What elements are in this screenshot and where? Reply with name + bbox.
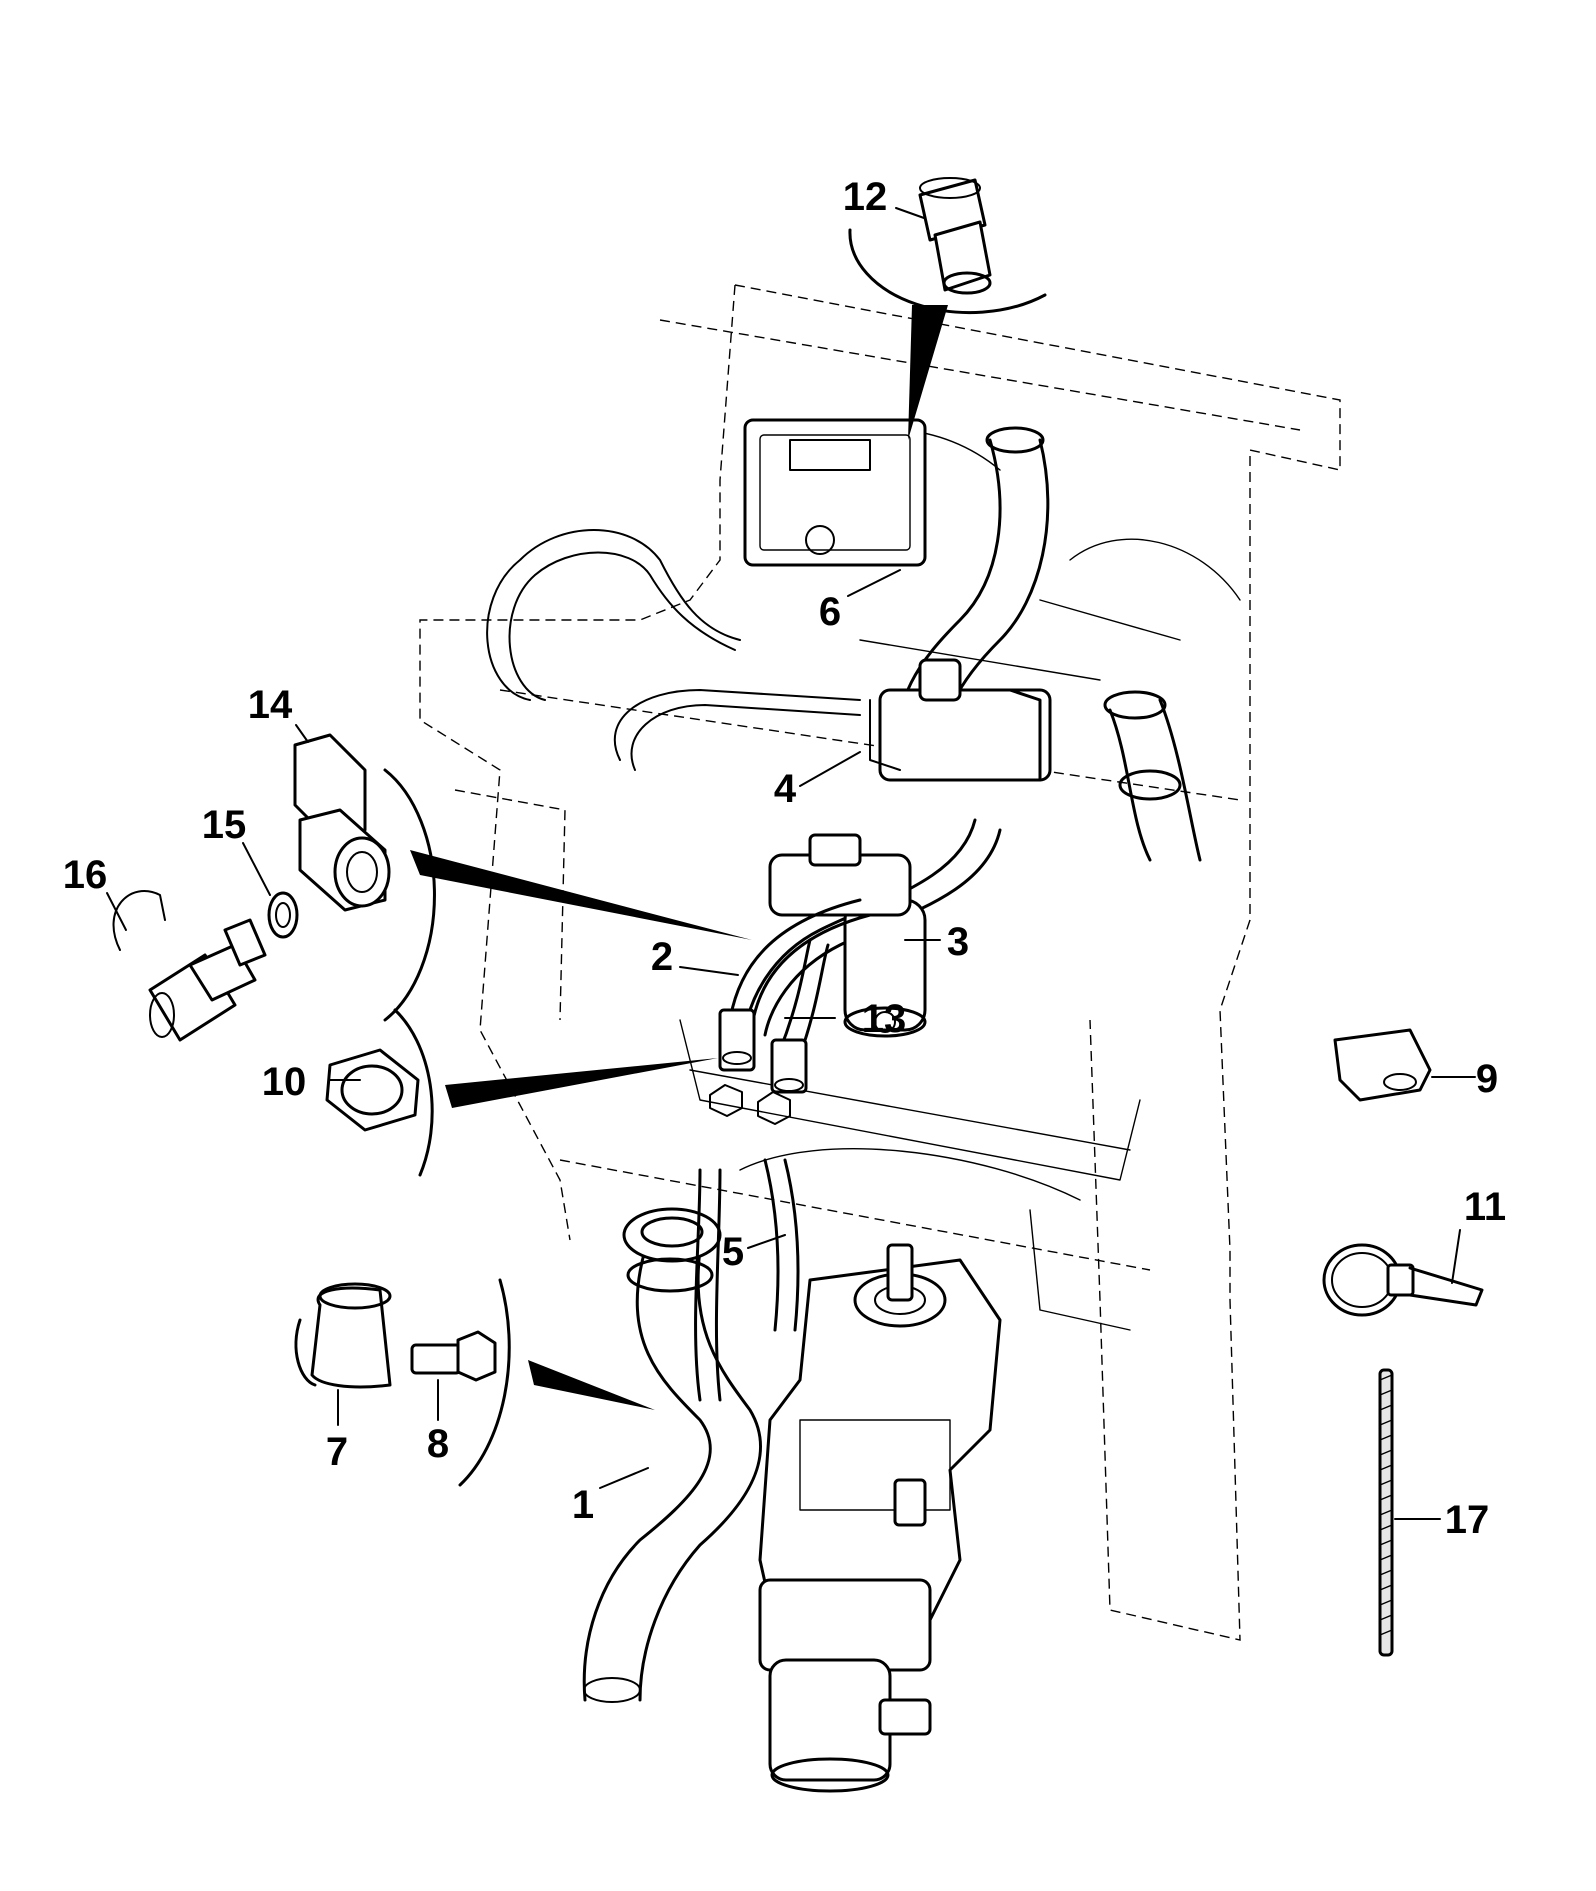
callout-12: 12 xyxy=(843,175,888,219)
hoses-2-13 xyxy=(718,898,872,1094)
detail-arcs xyxy=(383,228,1047,1487)
callout-1: 1 xyxy=(572,1483,594,1527)
callout-7: 7 xyxy=(326,1430,348,1474)
callout-14: 14 xyxy=(248,683,293,727)
bolt-part-8 xyxy=(410,1330,497,1382)
callout-13: 13 xyxy=(862,997,907,1041)
callout-15: 15 xyxy=(202,803,247,847)
callout-5: 5 xyxy=(722,1230,744,1274)
callout-10: 10 xyxy=(262,1060,307,1104)
callout-2: 2 xyxy=(651,935,673,979)
callout-6: 6 xyxy=(819,590,841,634)
callout-16: 16 xyxy=(63,853,108,897)
fitting-part-12 xyxy=(918,177,992,295)
callout-17: 17 xyxy=(1445,1498,1490,1542)
callout-3: 3 xyxy=(947,920,969,964)
callout-4: 4 xyxy=(774,767,797,811)
callout-11: 11 xyxy=(1464,1185,1506,1229)
callout-9: 9 xyxy=(1476,1057,1498,1101)
spiral-wrap-part-17 xyxy=(1378,1368,1394,1657)
washer-part-15 xyxy=(267,891,299,939)
nut-part-10 xyxy=(325,1048,420,1132)
callout-8: 8 xyxy=(427,1422,449,1466)
leader-lines xyxy=(106,207,1476,1520)
lower-assembly xyxy=(582,1158,1002,1793)
upper-assembly xyxy=(486,418,1202,1037)
clip-part-9 xyxy=(1333,1028,1432,1102)
cable-tie-part-11 xyxy=(1322,1243,1484,1317)
clamp-part-7 xyxy=(294,1282,392,1389)
callout-labels: 1 2 3 4 5 6 7 8 9 10 11 12 13 14 15 16 1… xyxy=(63,175,1506,1542)
fitting-part-14 xyxy=(293,733,391,912)
coupler-part-16 xyxy=(112,890,267,1042)
filter-part-3 xyxy=(768,833,927,1038)
